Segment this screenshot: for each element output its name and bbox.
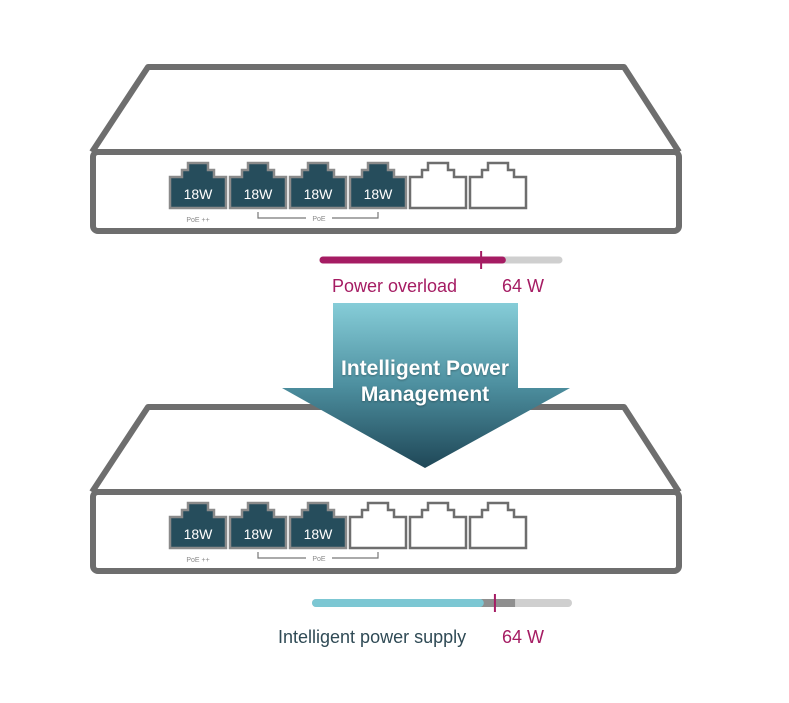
ethernet-port-icon — [408, 161, 468, 210]
ethernet-port-icon — [288, 161, 348, 210]
poe-bracket — [257, 552, 379, 559]
poe-bracket — [257, 212, 379, 219]
ethernet-port-icon — [228, 161, 288, 210]
intelligent-supply-label: Intelligent power supply — [278, 627, 467, 647]
ethernet-port-icon — [348, 501, 408, 550]
arrow-caption-line1: Intelligent Power — [340, 357, 510, 380]
poe-plus-label: PoE ++ — [186, 217, 209, 224]
ethernet-port-icon — [168, 501, 228, 550]
ethernet-port-icon — [348, 161, 408, 210]
poe-label: PoE — [312, 216, 326, 223]
ethernet-port-icon — [228, 501, 288, 550]
intelligent-power-bar — [312, 594, 572, 612]
port-wattage: 18W — [364, 186, 394, 202]
switch-top-outline — [89, 64, 682, 154]
arrow-down-icon — [282, 303, 570, 468]
port-wattage: 18W — [184, 526, 214, 542]
ethernet-port-icon — [468, 501, 528, 550]
port-wattage: 18W — [304, 526, 334, 542]
poe-label: PoE — [312, 556, 326, 563]
port-wattage: 18W — [244, 186, 274, 202]
arrow-caption-line2: Management — [360, 383, 490, 406]
switch-front-panel — [90, 489, 682, 574]
port-wattage: 18W — [184, 186, 214, 202]
power-overload-bar — [319, 251, 563, 269]
intelligent-supply-value: 64 W — [502, 627, 545, 647]
port-wattage: 18W — [304, 186, 334, 202]
top-switch: 18W 18W 18W 18W PoE ++ PoE — [89, 64, 682, 234]
poe-plus-label: PoE ++ — [186, 557, 209, 564]
arrow-caption: Intelligent Power Management — [300, 356, 550, 408]
ethernet-port-icon — [288, 501, 348, 550]
ethernet-port-icon — [168, 161, 228, 210]
ethernet-port-icon — [408, 501, 468, 550]
power-overload-value: 64 W — [502, 276, 545, 296]
bottom-switch: 18W 18W 18W PoE ++ PoE — [89, 404, 682, 574]
power-overload-label: Power overload — [332, 276, 458, 296]
bar-reserve — [479, 599, 516, 607]
ethernet-port-icon — [468, 161, 528, 210]
port-wattage: 18W — [244, 526, 274, 542]
switch-front-panel — [90, 149, 682, 234]
